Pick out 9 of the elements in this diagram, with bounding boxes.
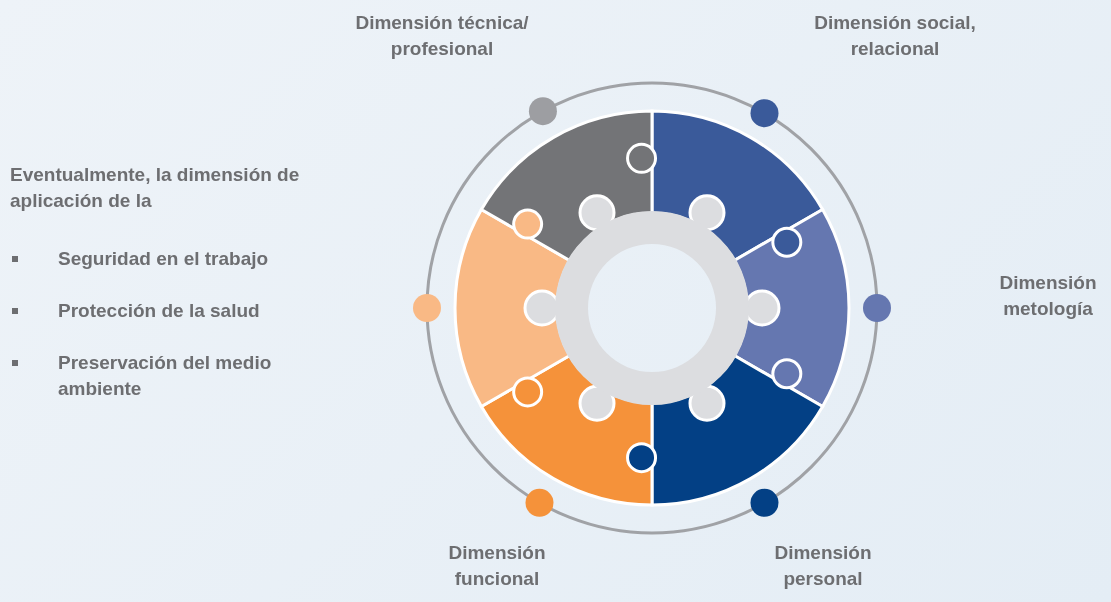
- label-text: Dimensión técnica/ profesional: [354, 11, 530, 61]
- label-text: Dimensión funcional: [447, 541, 547, 591]
- label-text: Dimensión personal: [773, 541, 873, 591]
- label-text: Dimensión metología: [998, 271, 1098, 321]
- label-text: Eventualmente, la dimensión de aplicación de la: [10, 163, 301, 213]
- label-text: Dimensión social, relacional: [813, 11, 977, 61]
- list-item: Preservación del medio ambiente: [58, 351, 273, 401]
- list-item: Protección de la salud: [58, 299, 261, 323]
- list-item: Seguridad en el trabajo: [58, 247, 270, 271]
